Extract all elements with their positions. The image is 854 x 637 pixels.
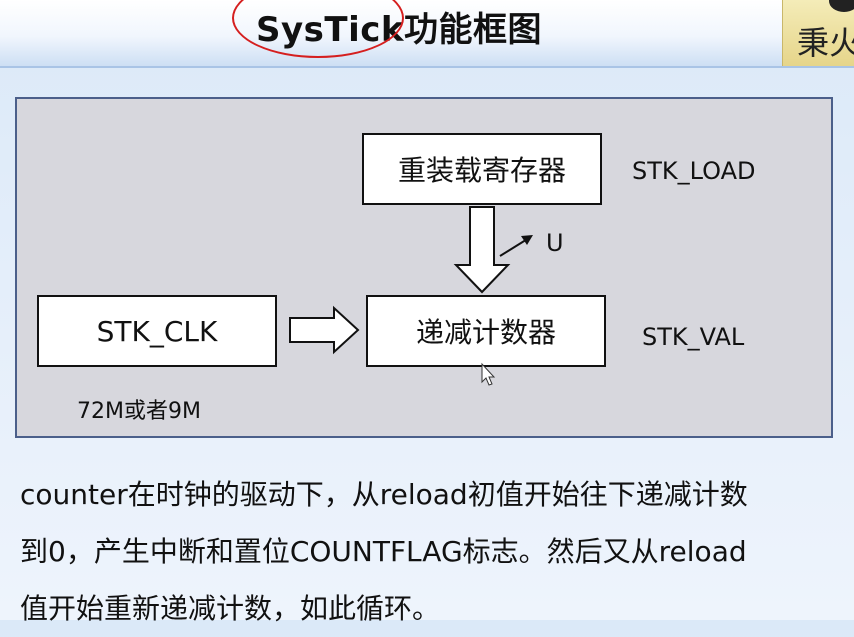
update-signal-label: U (546, 229, 564, 257)
clock-source-label: STK_CLK (96, 314, 218, 348)
logo: 秉火 (782, 0, 854, 66)
update-arrow-head-icon (521, 235, 533, 245)
reload-register-label: 重装载寄存器 (397, 154, 566, 187)
reload-to-counter-arrow (453, 206, 511, 294)
down-counter-label: 递减计数器 (415, 316, 556, 349)
logo-text: 秉火 (797, 24, 854, 62)
down-counter-box: 递减计数器 (366, 295, 606, 367)
clock-frequency-label: 72M或者9M (77, 399, 201, 424)
description-line-1: counter在时钟的驱动下，从reload初值开始往下递减计数 (20, 478, 748, 511)
reload-register-box: 重装载寄存器 (362, 133, 602, 205)
logo-mark-icon (829, 0, 854, 12)
reload-register-name: STK_LOAD (632, 157, 756, 185)
description-line-3: 值开始重新递减计数，如此循环。 (20, 592, 441, 625)
description-line-2: 到0，产生中断和置位COUNTFLAG标志。然后又从reload (20, 535, 747, 568)
diagram-arrows (289, 206, 533, 386)
slide-header: SysTick功能框图 秉火 (0, 0, 854, 68)
description: counter在时钟的驱动下，从reload初值开始往下递减计数 到0，产生中断… (20, 466, 840, 637)
clock-to-counter-arrow (289, 305, 360, 355)
mouse-cursor-icon (481, 362, 496, 386)
down-counter-name: STK_VAL (642, 323, 745, 351)
slide-title: SysTick功能框图 (256, 10, 542, 50)
clock-source-box: STK_CLK (37, 295, 277, 367)
update-arrow (499, 237, 530, 257)
